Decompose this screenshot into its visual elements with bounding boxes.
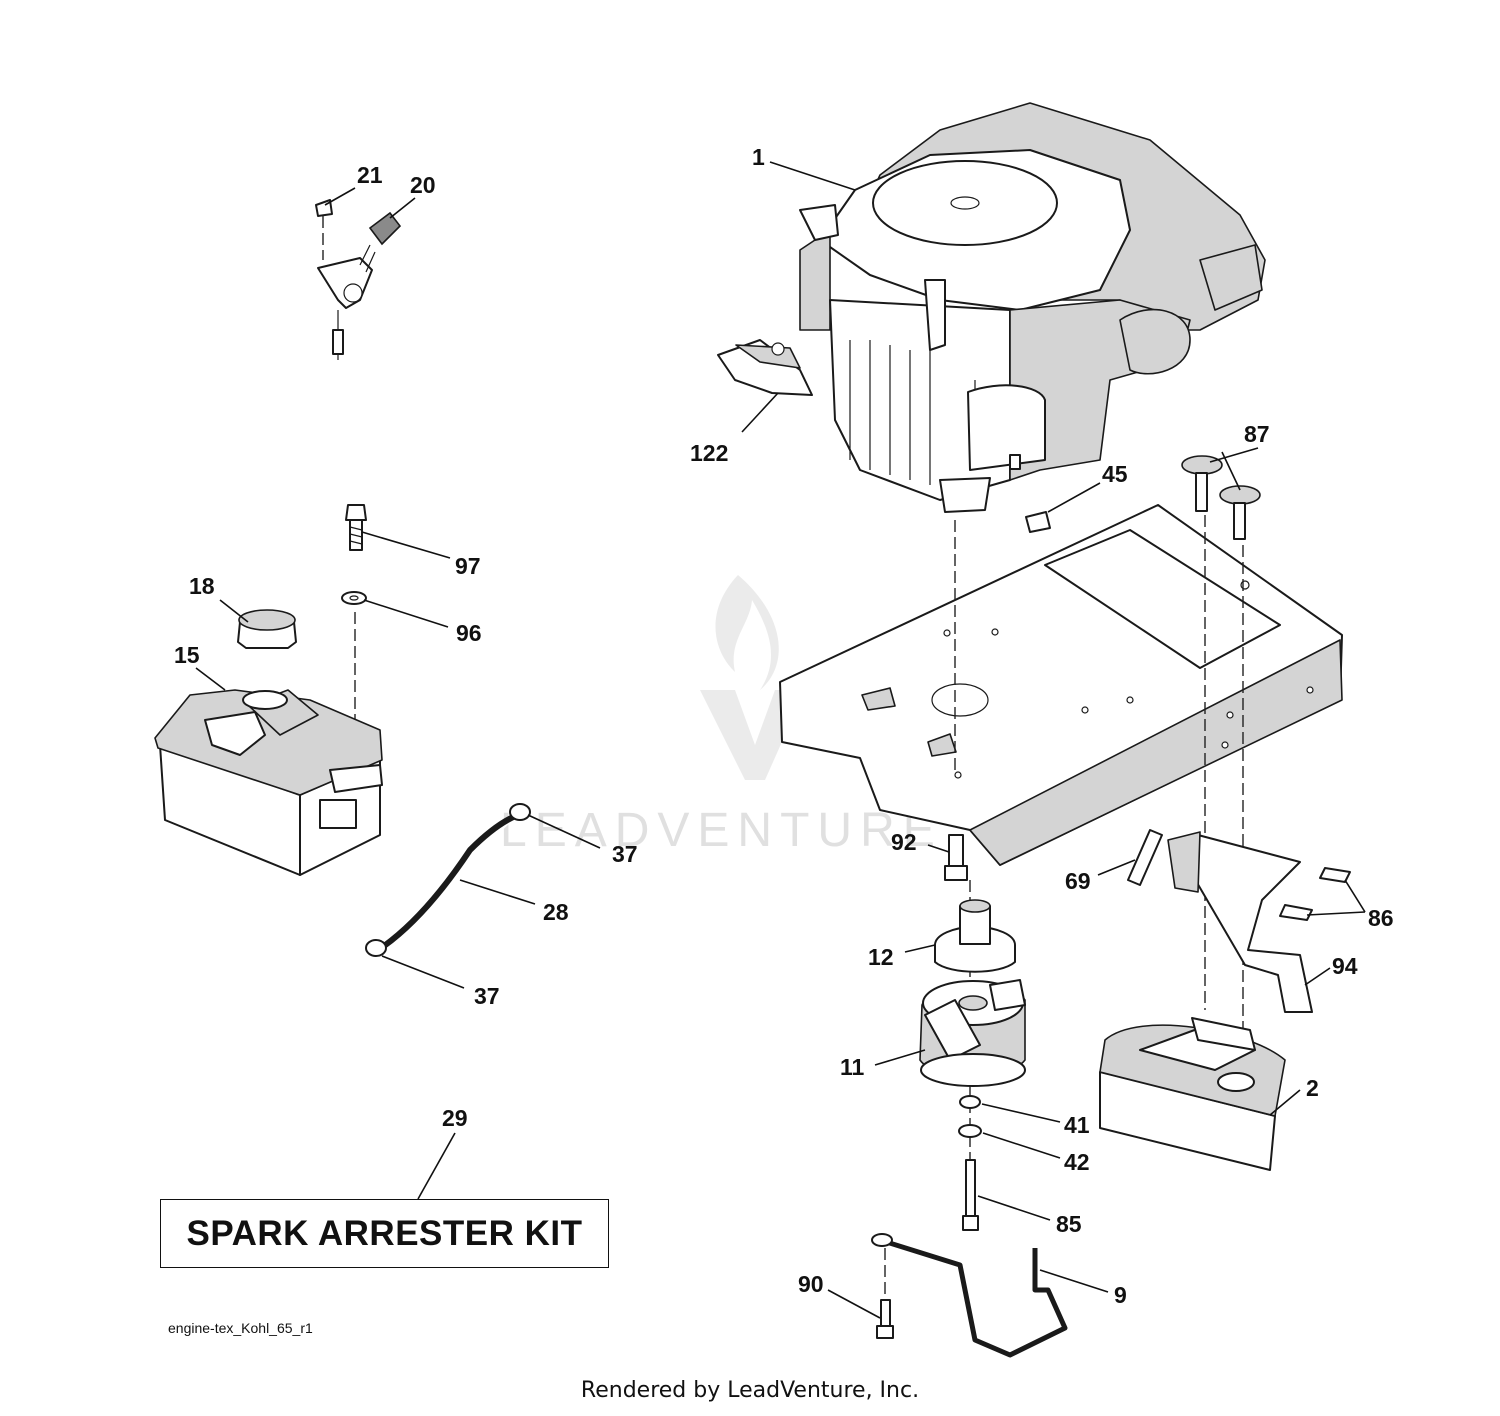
callout-85: 85 xyxy=(1056,1211,1082,1237)
part-21-20-throttle-bracket xyxy=(315,199,402,360)
callout-21: 21 xyxy=(357,162,383,188)
leader-29 xyxy=(417,1132,456,1200)
part-41-spacer xyxy=(959,1095,981,1109)
part-28-fuel-line xyxy=(365,803,531,957)
part-18-fuel-cap xyxy=(237,609,297,649)
callout-42: 42 xyxy=(1064,1149,1090,1175)
leader-12 xyxy=(904,944,936,953)
watermark-text: LEADVENTURE xyxy=(500,804,943,857)
leader-37-upper xyxy=(527,814,601,849)
part-92-bolt xyxy=(944,834,968,881)
callout-41: 41 xyxy=(1064,1112,1090,1138)
leader-37-lower xyxy=(381,955,465,989)
leader-96 xyxy=(363,599,449,628)
spark-arrester-kit-label: SPARK ARRESTER KIT xyxy=(186,1213,583,1253)
callout-11: 11 xyxy=(840,1054,865,1080)
callout-29: 29 xyxy=(442,1105,468,1131)
leader-21 xyxy=(324,187,356,206)
part-69-gasket xyxy=(1127,829,1163,886)
callout-86: 86 xyxy=(1368,905,1394,931)
callout-45: 45 xyxy=(1102,461,1128,487)
watermark-logo xyxy=(700,575,805,780)
part-12-pulley xyxy=(934,899,1016,973)
part-85-bolt xyxy=(962,1159,979,1231)
leader-87b xyxy=(1221,451,1241,491)
part-86-bolts xyxy=(1279,867,1351,921)
spark-arrester-kit-box: SPARK ARRESTER KIT xyxy=(160,1199,609,1268)
callout-37-upper: 37 xyxy=(612,841,638,867)
leader-18 xyxy=(219,599,249,623)
callout-97: 97 xyxy=(455,553,481,579)
leader-2 xyxy=(1269,1089,1301,1116)
callout-9: 9 xyxy=(1114,1282,1127,1308)
part-45-nut xyxy=(1025,511,1051,533)
part-94-exhaust-pipe xyxy=(1167,831,1313,1013)
leader-41 xyxy=(981,1103,1061,1123)
leader-92 xyxy=(927,844,950,853)
part-2-muffler xyxy=(1099,1017,1286,1171)
callout-18: 18 xyxy=(189,573,215,599)
leader-15 xyxy=(195,667,226,691)
callout-1: 1 xyxy=(752,144,765,170)
render-credit: Rendered by LeadVenture, Inc. xyxy=(580,1378,920,1403)
callout-37-lower: 37 xyxy=(474,983,500,1009)
part-37-clamp-upper xyxy=(509,803,531,821)
part-9-rod xyxy=(871,1233,1068,1358)
callout-15: 15 xyxy=(174,642,200,668)
part-42-washer xyxy=(958,1124,982,1138)
leader-86b xyxy=(1306,911,1366,916)
leader-69 xyxy=(1097,859,1136,876)
leader-86a xyxy=(1344,879,1366,913)
leader-42 xyxy=(982,1132,1061,1159)
part-90-bolt xyxy=(876,1248,894,1339)
leader-11 xyxy=(874,1049,926,1066)
leader-85 xyxy=(977,1195,1051,1221)
part-122-shield xyxy=(717,339,813,396)
leader-20 xyxy=(389,197,416,219)
leader-90 xyxy=(827,1289,881,1319)
callout-96: 96 xyxy=(456,620,482,646)
callout-90: 90 xyxy=(798,1271,824,1297)
callout-122: 122 xyxy=(690,440,728,466)
callout-12: 12 xyxy=(868,944,894,970)
engine-part xyxy=(799,102,1266,513)
callout-92: 92 xyxy=(891,829,917,855)
callout-28: 28 xyxy=(543,899,569,925)
part-15-fuel-tank xyxy=(154,689,383,876)
leader-45 xyxy=(1047,482,1101,513)
callout-94: 94 xyxy=(1332,953,1358,979)
leader-97 xyxy=(361,531,451,559)
diagram-file-id: engine-tex_Kohl_65_r1 xyxy=(168,1320,313,1336)
part-37-clamp-lower xyxy=(365,939,387,957)
leader-87a xyxy=(1209,447,1259,463)
leader-9 xyxy=(1039,1269,1109,1293)
callout-87: 87 xyxy=(1244,421,1270,447)
leader-28 xyxy=(459,879,536,905)
chassis-frame xyxy=(779,504,1343,866)
part-87-studs xyxy=(1181,455,1261,540)
leader-94 xyxy=(1304,967,1331,986)
part-11-pto-clutch xyxy=(919,979,1026,1087)
leader-122 xyxy=(741,392,779,433)
callout-20: 20 xyxy=(410,172,436,198)
callout-2: 2 xyxy=(1306,1075,1319,1101)
leader-1 xyxy=(769,161,856,191)
callout-69: 69 xyxy=(1065,868,1091,894)
